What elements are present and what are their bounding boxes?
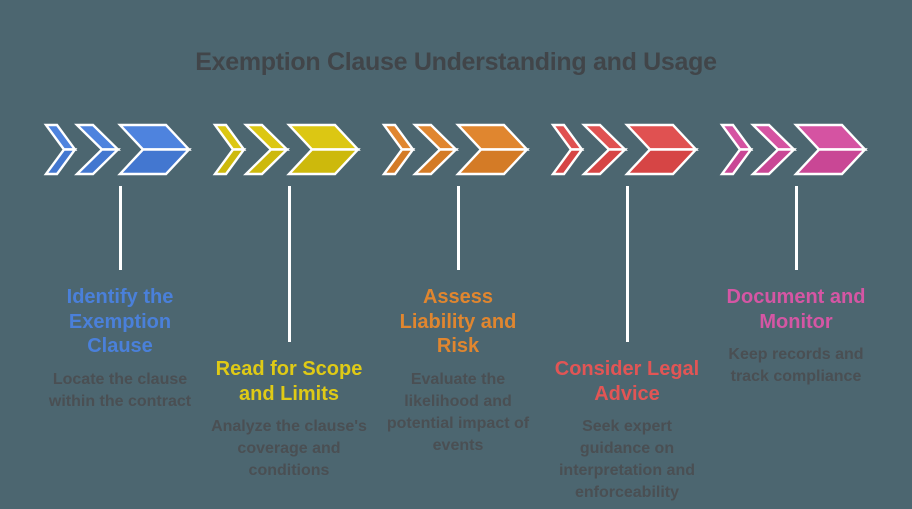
chevron-arrows-icon (43, 123, 192, 176)
chevron-arrows-icon (719, 123, 868, 176)
connector-line (118, 186, 122, 270)
step-1-identify: Identify the Exemption Clause Locate the… (35, 120, 205, 413)
step-heading: Document and Monitor (726, 286, 866, 333)
step-2-read-scope: Read for Scope and Limits Analyze the cl… (204, 120, 374, 482)
step-description: Analyze the clause's coverage and condit… (211, 418, 367, 479)
step-description: Seek expert guidance on interpretation a… (558, 418, 695, 501)
step-heading: Read for Scope and Limits (215, 358, 363, 405)
step-description: Locate the clause within the contract (48, 370, 192, 410)
step-description: Keep records and track compliance (728, 346, 864, 385)
step-heading: Identify the Exemption Clause (66, 286, 174, 357)
step-5-document-monitor: Document and Monitor Keep records and tr… (711, 120, 881, 388)
chevron-arrows-icon (381, 123, 530, 176)
chevron-arrows-icon (550, 123, 699, 176)
step-3-assess-risk: Assess Liability and Risk Evaluate the l… (373, 120, 543, 457)
step-heading: Consider Legal Advice (554, 358, 700, 405)
connector-line (287, 186, 291, 342)
chevron-arrows-icon (212, 123, 361, 176)
step-description: Evaluate the likelihood and potential im… (386, 370, 530, 454)
connector-line (625, 186, 629, 342)
diagram-title: Exemption Clause Understanding and Usage (195, 48, 717, 76)
connector-line (456, 186, 460, 270)
step-heading: Assess Liability and Risk (399, 286, 517, 357)
connector-line (794, 186, 798, 270)
step-4-legal-advice: Consider Legal Advice Seek expert guidan… (542, 120, 712, 504)
